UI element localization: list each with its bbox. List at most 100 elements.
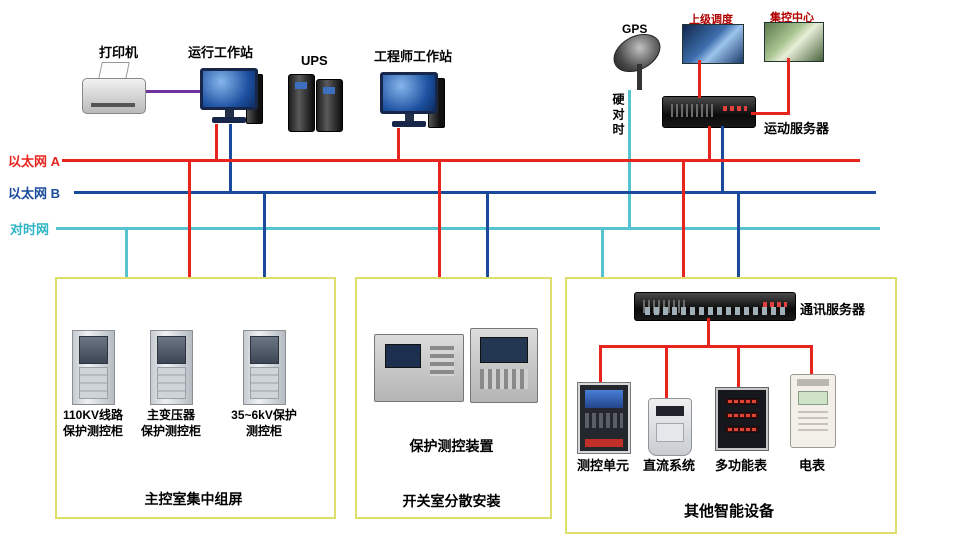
ethernet-a-label: 以太网 A [8,154,61,169]
time-net-to-left-box [125,230,128,277]
right-box-caption: 其他智能设备 [683,503,774,520]
middle-box-caption: 开关室分散安装 [402,493,501,509]
cabinet-door [79,367,108,399]
cabinet-transformer-label: 主变压器 保护测控柜 [125,407,217,439]
time-net-bus [56,227,880,230]
protection-devices-label: 保护测控装置 [409,438,494,454]
cabinet-110kv-label: 110KV线路 保护测控柜 [47,407,139,439]
comm-server-to-distribution [707,318,710,347]
ethernet-b-to-middle-box [486,194,489,277]
meter-lcd [798,391,828,405]
upper-dispatch-label: 上级调度 [689,14,733,26]
operator-workstation-label: 运行工作站 [188,45,254,60]
comm-server-label: 通讯服务器 [800,302,866,317]
dc-system-icon [648,398,692,456]
ups-tower-icon [288,74,315,132]
ethernet-a-to-comm-server [682,162,685,293]
cabinet-transformer-icon [150,330,193,405]
control-unit-icon [578,383,630,453]
cabinet-35kv-icon [243,330,286,405]
device-lcd [656,406,684,416]
ethernet-b-label: 以太网 B [8,186,61,201]
operator-workstation-icon [200,68,258,123]
engineer-ws-to-ethernet-a [397,128,400,162]
time-net-to-right-box [601,230,604,277]
monitor-base [392,121,426,127]
cabinet-window [157,336,186,364]
cabinet-label-line1: 主变压器 [146,408,195,422]
device-screen [585,390,623,408]
control-unit-label: 测控单元 [576,458,629,473]
device-buttons [480,369,528,389]
control-center-label: 集控中心 [770,12,814,24]
device-keys [585,413,623,428]
distribution-to-multi-meter [737,345,740,388]
distribution-to-energy-meter [810,345,813,375]
cabinet-35kv-label: 35~6kV保护 测控柜 [218,407,310,439]
distribution-bus [599,345,813,348]
meter-lines [798,411,828,433]
meter-digits [725,426,759,433]
monitor-screen [200,68,258,110]
printer-paper [98,62,130,79]
control-center-photo [764,22,824,62]
engineer-workstation-icon [380,72,438,127]
cabinet-door [157,367,186,399]
energy-meter-label: 电表 [798,458,825,473]
protection-device-icon-2 [470,328,538,403]
telecontrol-server-icon [662,96,756,128]
printer-body [82,78,146,114]
server-ports [645,307,785,315]
monitor-neck [224,110,234,117]
server-to-control-center-elbow [751,112,790,115]
cabinet-door [250,367,279,399]
device-buttons [430,346,454,376]
operator-ws-to-ethernet-a [215,124,218,162]
ethernet-b-to-left-box [263,194,266,277]
meter-digits [725,412,759,419]
cabinet-window [250,336,279,364]
cabinet-label-line1: 35~6kV保护 [231,408,297,422]
monitor-base [212,117,246,123]
engineer-workstation-label: 工程师工作站 [374,49,453,64]
printer-slot [91,103,135,107]
ethernet-b-to-comm-server [737,194,740,293]
monitor-screen [380,72,438,114]
distribution-to-dc-system [665,345,668,398]
protection-device-icon [374,334,464,402]
distribution-to-control-unit [599,345,602,383]
comm-server-icon [634,292,796,321]
cabinet-label-line1: 110KV线路 [62,408,124,422]
server-leds [763,302,787,307]
meter-top [797,379,829,386]
cabinet-window [79,336,108,364]
energy-meter-icon [790,374,836,448]
device-screen [480,337,528,363]
ethernet-a-bus [62,159,860,162]
server-to-control-center [787,58,790,115]
printer-icon [82,62,146,114]
hard-time-sync-label: 硬对时 [611,93,625,138]
ups-tower-icon-2 [316,79,343,132]
printer-cable [146,90,200,93]
multi-function-meter-icon [716,388,768,450]
server-leds [723,106,747,111]
device-screen [385,344,421,368]
meter-digits [725,398,759,405]
gps-antenna-icon [606,26,668,92]
gps-mast [637,64,642,90]
ethernet-a-to-middle-box [438,162,441,277]
multi-function-meter-label: 多功能表 [714,458,767,473]
ethernet-a-to-left-box [188,162,191,277]
upper-dispatch-photo [682,24,744,64]
device-strip [585,439,623,447]
ups-label: UPS [301,53,328,68]
printer-label: 打印机 [99,45,139,60]
device-dial [656,423,684,442]
server-to-ethernet-a [708,126,711,162]
ethernet-b-bus [74,191,876,194]
left-box-caption: 主控室集中组屏 [144,491,243,507]
server-vents [671,104,713,117]
monitor-neck [404,114,414,121]
